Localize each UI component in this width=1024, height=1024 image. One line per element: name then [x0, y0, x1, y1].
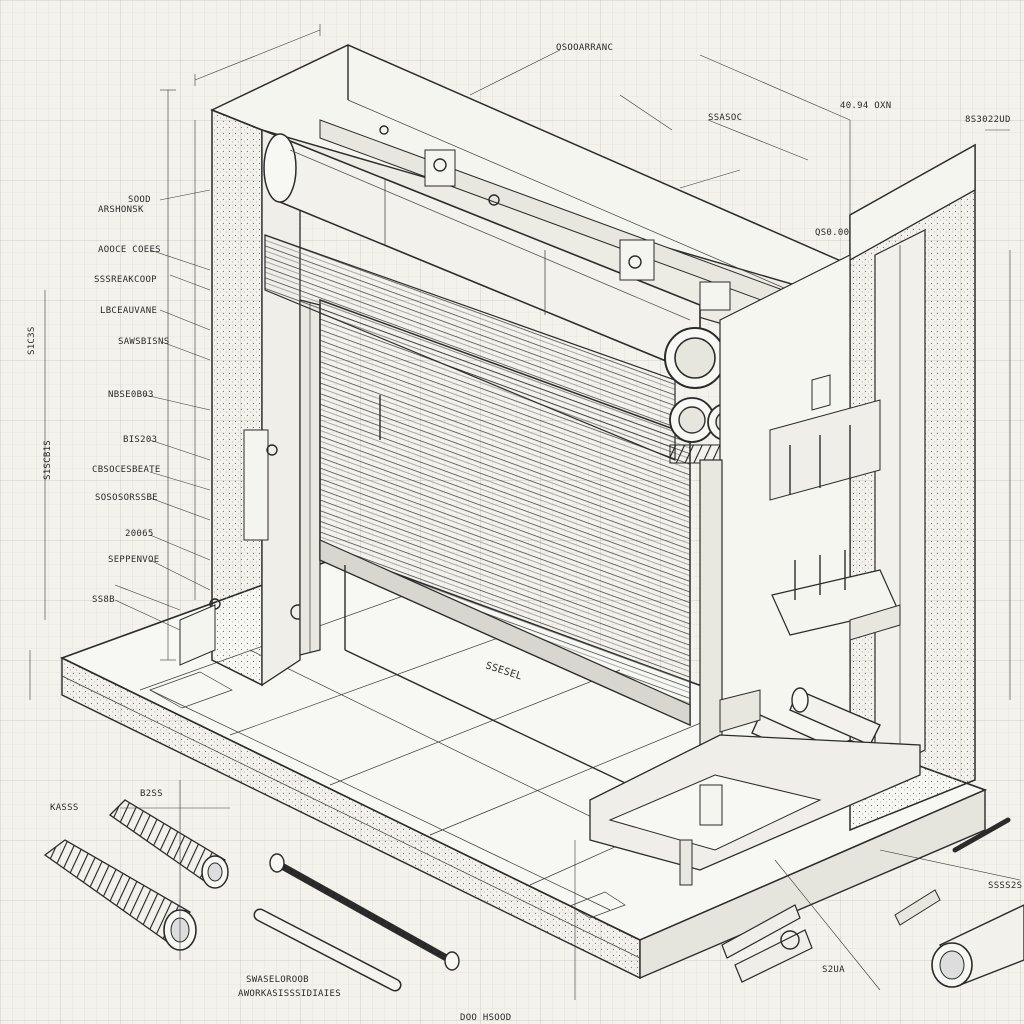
label-left-10: SOSOSORSSBE: [95, 493, 158, 503]
label-left-vertical-1: S1C3S: [27, 326, 37, 355]
right-wall: [849, 143, 976, 832]
label-bottom-2: B2SS: [140, 789, 163, 799]
label-left-11: 20065: [125, 529, 154, 539]
label-left-12: SEPPENVOE: [108, 555, 159, 565]
spare-parts: [43, 799, 1024, 992]
label-top-3: 40.94 OXN: [840, 101, 891, 111]
label-left-9: CBSOCESBEATE: [92, 465, 161, 475]
label-top-5: QS0.00: [815, 228, 849, 238]
dimension-lines: [29, 24, 1021, 1000]
label-top-2: SSASOC: [708, 113, 742, 123]
label-left-5: LBCEAUVANE: [100, 306, 157, 316]
label-left-2: ARSHONSK: [98, 205, 144, 215]
label-bottom-1: KASSS: [50, 803, 79, 813]
left-guide-rail: [299, 299, 321, 656]
label-bottom-4: AWORKASISSSIDIAIES: [238, 989, 341, 999]
annotation-labels: OSOOARRANC SSASOC 40.94 OXN 8S3022UD QS0…: [27, 43, 1022, 1023]
label-left-1: SOOD: [128, 195, 151, 205]
label-left-8: BIS203: [123, 435, 157, 445]
label-top-4: 8S3022UD: [965, 115, 1011, 125]
label-right-2: S2UA: [822, 965, 845, 975]
mechanism-bay: [699, 254, 901, 801]
label-left-vertical-2: S1SCB1S: [43, 440, 53, 480]
label-top-1: OSOOARRANC: [556, 43, 613, 53]
label-left-7: NBSE0B03: [108, 390, 154, 400]
label-bottom-5: DOO HSOOD: [460, 1013, 511, 1023]
label-bottom-3: SWASELOROOB: [246, 975, 309, 985]
top-rail-brackets: [319, 119, 811, 319]
label-right-1: SSSS2S: [988, 881, 1022, 891]
label-left-6: SAWSBISNS: [118, 337, 169, 347]
label-left-13: SS8B: [92, 595, 115, 605]
label-left-4: SSSREAKCOOP: [94, 275, 157, 285]
label-left-3: AOOCE COEES: [98, 245, 161, 255]
bottom-sill: [589, 734, 921, 886]
